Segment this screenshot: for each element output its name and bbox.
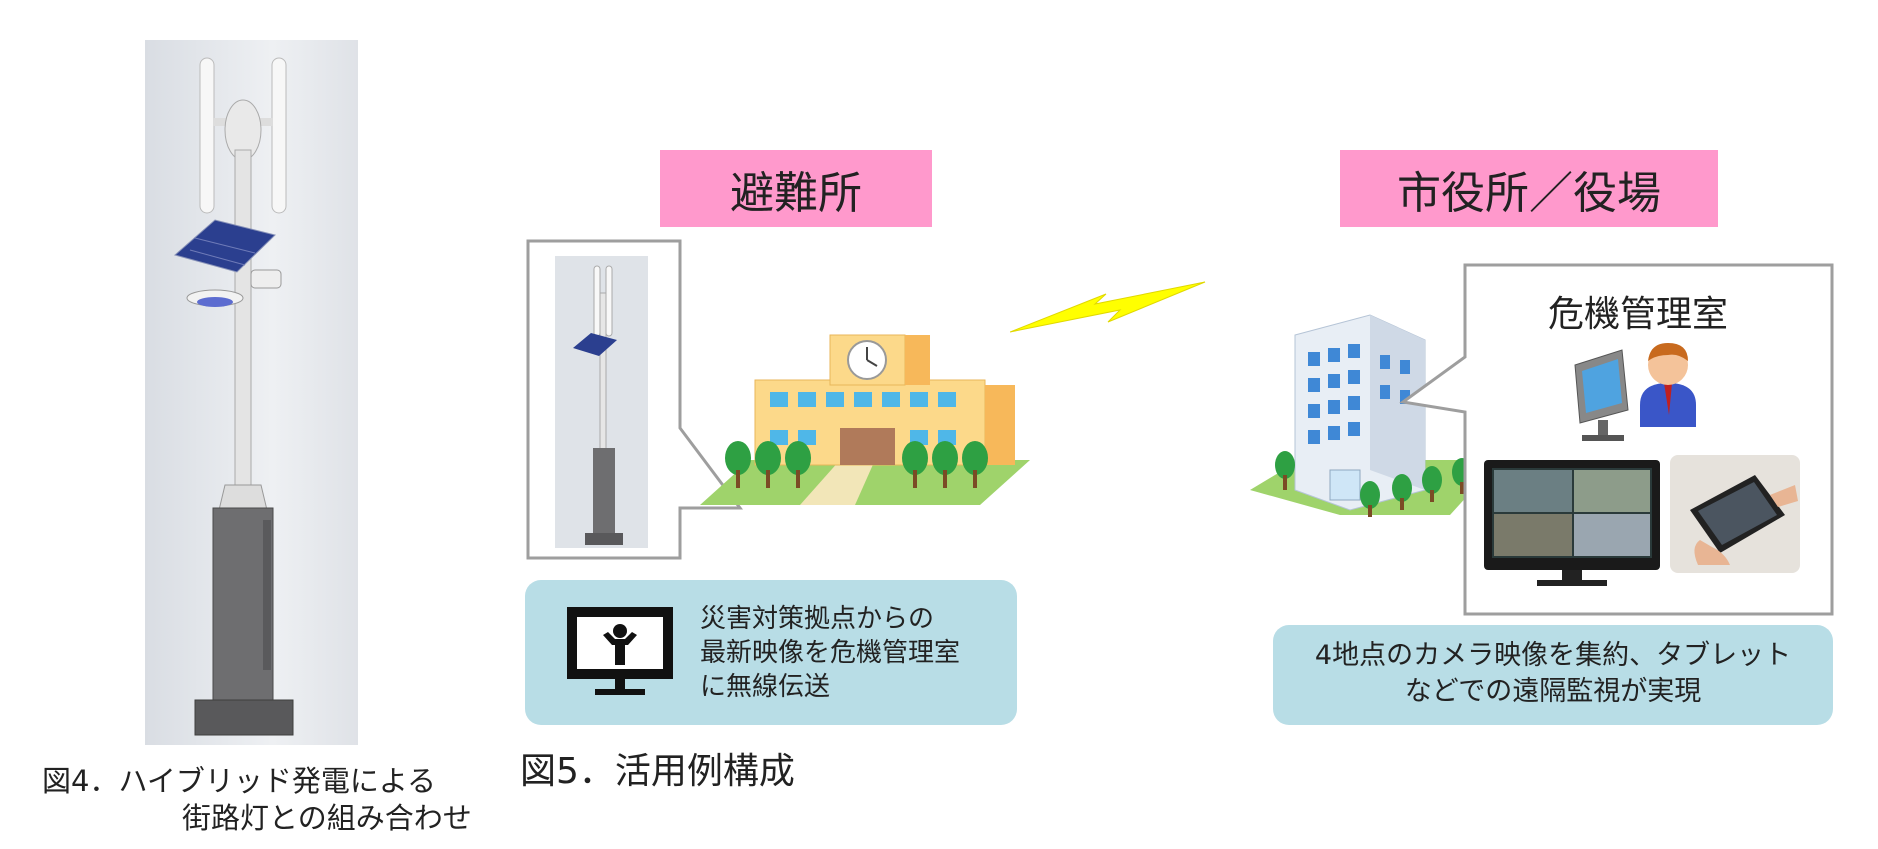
shelter-info-box: 災害対策拠点からの 最新映像を危機管理室 に無線伝送 — [525, 580, 1017, 725]
monitor-person-icon — [565, 605, 675, 700]
crisis-room-label: 危機管理室 — [1548, 294, 1729, 335]
cityhall-label: 市役所／役場 — [1340, 150, 1718, 227]
shelter-callout-frame — [526, 239, 743, 560]
shelter-info-line1: 災害対策拠点からの — [700, 604, 935, 634]
shelter-label-text: 避難所 — [730, 167, 862, 219]
shelter-label: 避難所 — [660, 150, 932, 227]
tablet-in-hands-icon — [1670, 455, 1800, 573]
cityhall-info-box: 4地点のカメラ映像を集約、タブレット などでの遠隔監視が実現 — [1273, 625, 1833, 725]
cityhall-info-line2: などでの遠隔監視が実現 — [1404, 676, 1702, 707]
surveillance-monitor-icon — [1484, 460, 1660, 586]
fig4-caption-line2: 街路灯との組み合わせ — [182, 801, 472, 835]
streetlight-photo — [145, 40, 358, 745]
shelter-info-line3: に無線伝送 — [700, 672, 831, 702]
school-building-illustration — [700, 334, 1030, 505]
operator-at-monitor-icon — [1574, 343, 1696, 441]
shelter-info-line2: 最新映像を危機管理室 — [700, 638, 961, 668]
office-building-illustration — [1250, 314, 1500, 517]
cityhall-info-line1: 4地点のカメラ映像を集約、タブレット — [1314, 640, 1792, 671]
cityhall-label-text: 市役所／役場 — [1397, 167, 1661, 219]
fig4-caption-line1: 図4．ハイブリッド発電による — [42, 764, 437, 798]
wireless-lightning-icon — [1010, 281, 1206, 333]
fig5-caption: 図5．活用例構成 — [520, 751, 795, 792]
